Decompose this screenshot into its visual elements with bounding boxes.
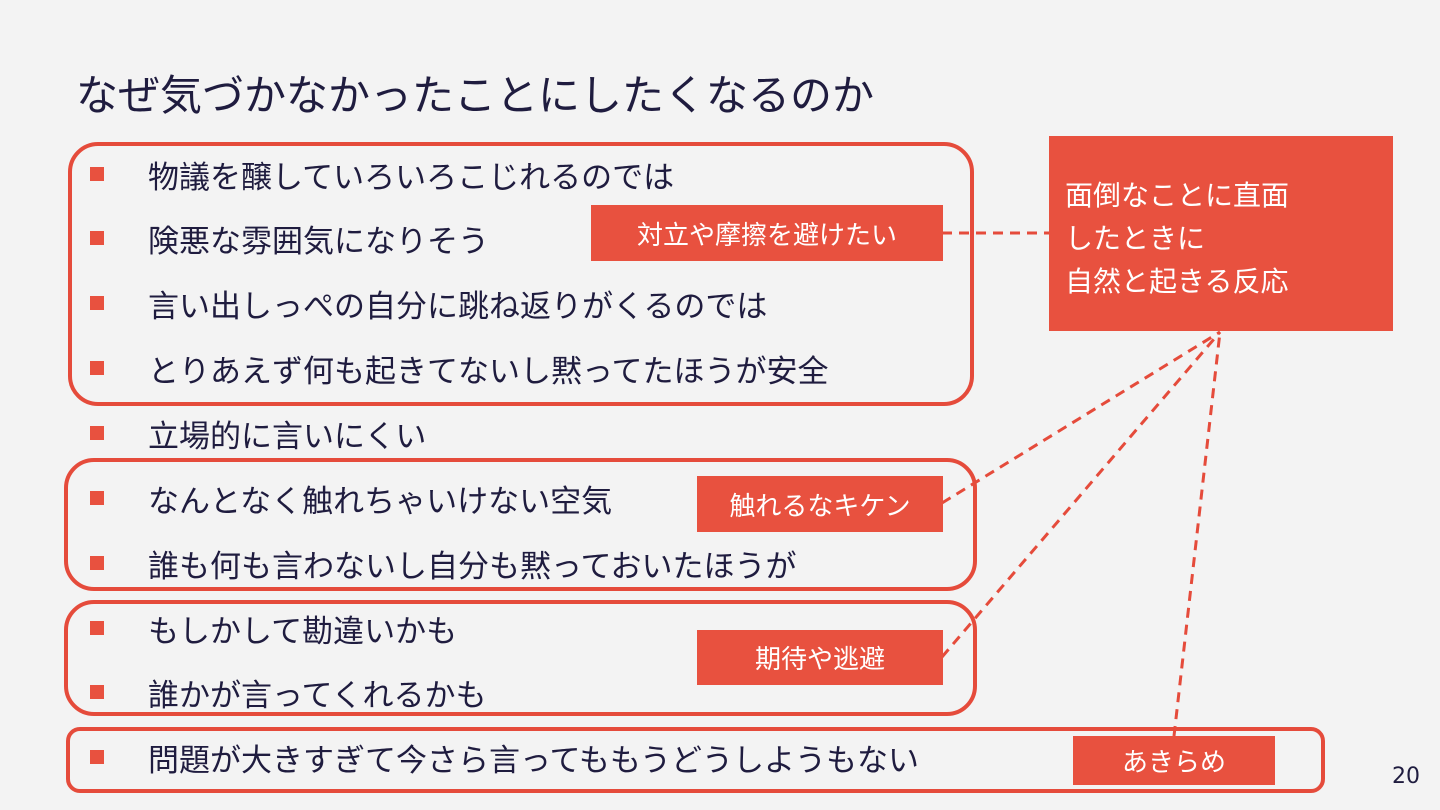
bullet-icon: [90, 426, 104, 440]
list-item-text: 誰かが言ってくれるかも: [148, 677, 487, 714]
reaction-line: 自然と起きる反応: [1065, 265, 1289, 298]
tag-danger: 触れるなキケン: [697, 476, 943, 532]
list-item: 誰かが言ってくれるかも: [90, 670, 487, 714]
connector-line-escape: [940, 331, 1222, 658]
page-number: 20: [1392, 764, 1420, 789]
list-item-text: 誰も何も言わないし自分も黙っておいたほうが: [148, 548, 797, 585]
bullet-icon: [90, 361, 104, 375]
reaction-box: 面倒なことに直面 したときに 自然と起きる反応: [1049, 136, 1393, 331]
connector-line-danger: [941, 330, 1221, 505]
list-item: 物議を醸していろいろこじれるのでは: [90, 152, 674, 196]
reaction-line: 面倒なことに直面: [1065, 179, 1290, 212]
group-box-conflict: [68, 142, 974, 406]
list-item: とりあえず何も起きてないし黙ってたほうが安全: [90, 346, 828, 390]
list-item: 険悪な雰囲気になりそう: [90, 216, 489, 260]
list-item-text: 物議を醸していろいろこじれるのでは: [148, 159, 675, 196]
list-item: 問題が大きすぎて今さら言ってももうどうしようもない: [90, 735, 919, 779]
bullet-icon: [90, 685, 104, 699]
tag-resignation: あきらめ: [1073, 736, 1275, 785]
list-item: 言い出しっぺの自分に跳ね返りがくるのでは: [90, 281, 767, 325]
reaction-line: したときに: [1065, 222, 1206, 255]
bullet-icon: [90, 231, 104, 245]
group-box-resignation: [66, 727, 1325, 793]
list-item: なんとなく触れちゃいけない空気: [90, 476, 612, 520]
bullet-icon: [90, 491, 104, 505]
connector-line-resignation: [1172, 331, 1222, 737]
bullet-icon: [90, 621, 104, 635]
list-item: 誰も何も言わないし自分も黙っておいたほうが: [90, 541, 797, 585]
slide-title: なぜ気づかなかったことにしたくなるのか: [76, 71, 875, 120]
list-item: もしかして勘違いかも: [90, 606, 457, 650]
bullet-icon: [90, 556, 104, 570]
bullet-icon: [90, 750, 104, 764]
list-item-text: もしかして勘違いかも: [148, 613, 458, 650]
bullet-icon: [90, 296, 104, 310]
tag-avoid-conflict: 対立や摩擦を避けたい: [591, 205, 943, 261]
bullet-icon: [90, 167, 104, 181]
group-box-escape: [64, 600, 977, 716]
tag-escape: 期待や逃避: [697, 630, 943, 685]
list-item-text: なんとなく触れちゃいけない空気: [148, 483, 613, 520]
list-item-text: とりあえず何も起きてないし黙ってたほうが安全: [148, 353, 829, 390]
list-item: 立場的に言いにくい: [90, 411, 426, 455]
list-item-text: 言い出しっぺの自分に跳ね返りがくるのでは: [148, 288, 768, 325]
list-item-text: 問題が大きすぎて今さら言ってももうどうしようもない: [148, 742, 919, 779]
list-item-text: 立場的に言いにくい: [148, 418, 427, 455]
group-box-danger: [64, 458, 977, 591]
list-item-text: 険悪な雰囲気になりそう: [148, 223, 489, 260]
